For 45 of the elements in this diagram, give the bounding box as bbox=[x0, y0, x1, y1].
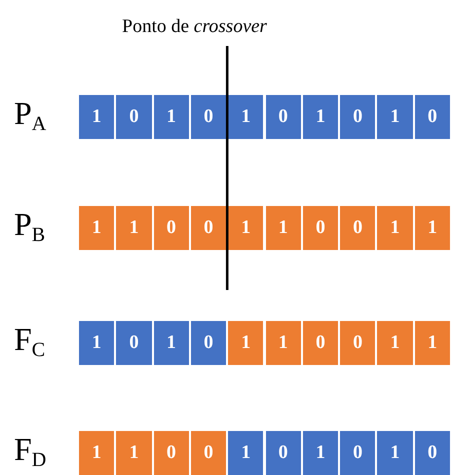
gene-cell: 0 bbox=[190, 320, 228, 366]
gene-cell: 1 bbox=[115, 205, 153, 251]
gene-cell: 1 bbox=[78, 205, 116, 251]
gene-cell: 1 bbox=[376, 94, 414, 140]
gene-cell: 1 bbox=[302, 94, 340, 140]
gene-cell: 0 bbox=[302, 205, 340, 251]
gene-cell: 1 bbox=[264, 320, 302, 366]
chromosome-label: F$_{C}$ bbox=[14, 323, 46, 360]
gene-cell: 0 bbox=[302, 320, 340, 366]
gene-cell: 0 bbox=[264, 430, 302, 475]
gene-cell: 0 bbox=[339, 205, 376, 251]
gene-cell: 1 bbox=[227, 94, 264, 140]
gene-cell: 1 bbox=[227, 320, 264, 366]
gene-cell: 1 bbox=[264, 205, 302, 251]
gene-cell: 0 bbox=[339, 430, 376, 475]
gene-cell: 0 bbox=[339, 94, 376, 140]
gene-cell: 1 bbox=[78, 94, 116, 140]
gene-cell: 1 bbox=[152, 320, 190, 366]
chromosome-label: F$_{D}$ bbox=[14, 433, 46, 470]
gene-cell: 0 bbox=[339, 320, 376, 366]
gene-cell: 1 bbox=[414, 320, 451, 366]
gene-cell: 0 bbox=[152, 430, 190, 475]
gene-cell: 0 bbox=[152, 205, 190, 251]
gene-cell: 0 bbox=[115, 320, 153, 366]
gene-cell: 1 bbox=[302, 430, 340, 475]
gene-cell: 0 bbox=[264, 94, 302, 140]
gene-cell: 1 bbox=[414, 205, 451, 251]
gene-cell: 1 bbox=[376, 430, 414, 475]
chromosome-label: P$_{A}$ bbox=[14, 97, 46, 134]
gene-cell: 1 bbox=[227, 205, 264, 251]
gene-cell: 1 bbox=[78, 320, 116, 366]
gene-cell: 1 bbox=[376, 205, 414, 251]
chromosome-label: P$_{B}$ bbox=[14, 208, 46, 245]
gene-cell: 0 bbox=[115, 94, 153, 140]
gene-cell: 1 bbox=[78, 430, 116, 475]
gene-cell: 1 bbox=[376, 320, 414, 366]
gene-cell: 1 bbox=[227, 430, 264, 475]
gene-cell: 0 bbox=[190, 205, 228, 251]
gene-cell: 1 bbox=[115, 430, 153, 475]
gene-cell: 0 bbox=[414, 94, 451, 140]
crossover-point-label: Ponto de crossover bbox=[122, 16, 267, 38]
gene-cell: 0 bbox=[190, 94, 228, 140]
gene-cell: 1 bbox=[152, 94, 190, 140]
gene-cell: 0 bbox=[190, 430, 228, 475]
gene-cell: 0 bbox=[414, 430, 451, 475]
